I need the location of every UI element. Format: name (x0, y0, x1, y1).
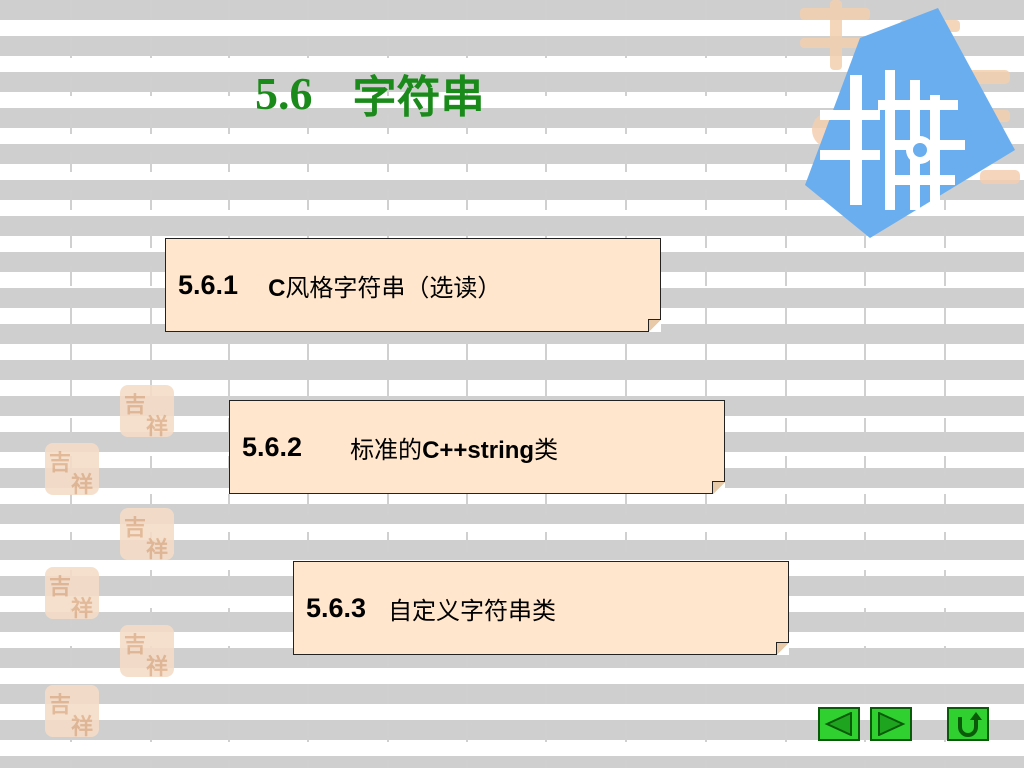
title-text: 字符串 (352, 72, 485, 123)
left-arrow-icon (824, 712, 852, 736)
right-arrow-icon (878, 712, 906, 736)
seal-decoration: 吉祥 (120, 508, 174, 560)
grid-line (864, 0, 866, 768)
section-label-pre: 标准的 (350, 435, 423, 464)
section-link-5-6-3[interactable]: 5.6.3 自定义字符串类 (293, 561, 789, 655)
seal-decoration: 吉祥 (120, 385, 174, 437)
next-button[interactable] (870, 707, 912, 741)
section-label-prefix: C (268, 274, 286, 302)
section-number: 5.6.1 (178, 269, 239, 300)
section-label-text: 风格字符串（选读） (285, 273, 502, 302)
grid-line (150, 0, 152, 768)
section-label: 自定义字符串类 (388, 596, 557, 625)
section-label-bold: C++string (422, 436, 535, 464)
logo-decoration (790, 0, 1024, 245)
section-number: 5.6.3 (306, 592, 367, 623)
section-number: 5.6.2 (242, 431, 303, 462)
grid-line (387, 0, 389, 768)
seal-decoration: 吉祥 (45, 567, 99, 619)
section-link-5-6-1[interactable]: 5.6.1 C风格字符串（选读） (165, 238, 661, 332)
section-link-5-6-2[interactable]: 5.6.2 标准的C++string类 (229, 400, 725, 494)
grid-line (944, 0, 946, 768)
grid-line (228, 0, 230, 768)
section-label-post: 类 (534, 435, 559, 464)
page-curl-decoration (776, 642, 789, 655)
title-number: 5.6 (255, 67, 313, 119)
grid-line (625, 0, 627, 768)
page-curl-decoration (648, 319, 661, 332)
grid-line (785, 0, 787, 768)
seal-decoration: 吉祥 (45, 443, 99, 495)
previous-button[interactable] (818, 707, 860, 741)
grid-line (307, 0, 309, 768)
slide-title: 5.6 字符串 (255, 58, 485, 128)
page-curl-decoration (712, 481, 725, 494)
grid-line (705, 0, 707, 768)
section-label: 标准的C++string类 (350, 430, 558, 465)
return-icon (958, 712, 982, 737)
grid-line (466, 0, 468, 768)
section-label: C风格字符串（选读） (268, 268, 501, 303)
return-button[interactable] (947, 707, 989, 741)
grid-line (545, 0, 547, 768)
seal-decoration: 吉祥 (45, 685, 99, 737)
grid-line (70, 0, 72, 768)
seal-decoration: 吉祥 (120, 625, 174, 677)
